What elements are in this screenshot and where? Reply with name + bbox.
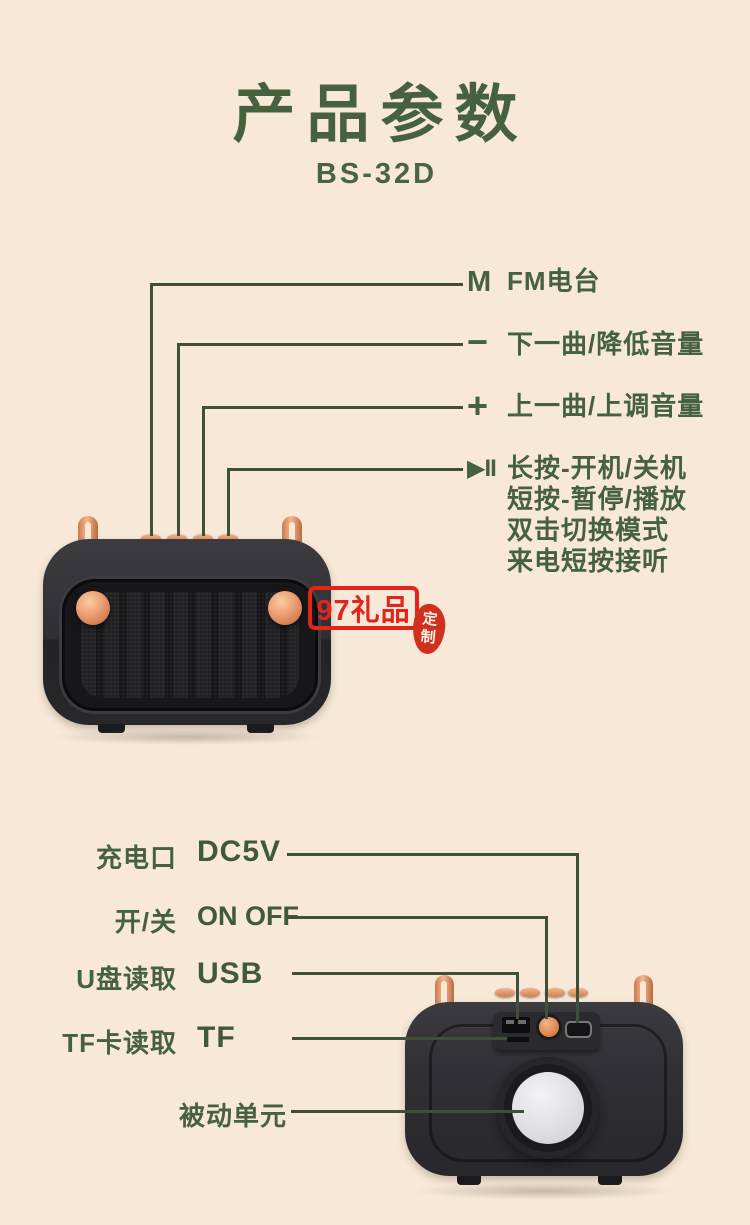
knob-left — [76, 591, 110, 625]
callout-line-minus — [177, 343, 180, 536]
plus-button-symbol: + — [467, 385, 489, 426]
callout-playpause-line1: 长按-开机/关机 — [507, 453, 687, 483]
top-button-plus — [193, 534, 213, 543]
speaker-foot — [598, 1176, 622, 1185]
callout-next-volup-text: 上一曲/上调音量 — [507, 391, 705, 421]
top-button — [545, 988, 565, 997]
label-usb-read: U盘读取 — [76, 964, 177, 994]
micro-usb-port — [565, 1021, 592, 1038]
callout-fm: M FM电台 — [467, 266, 601, 298]
minus-button-symbol: − — [467, 321, 489, 362]
callout-prev-voldown: − 下一曲/降低音量 — [467, 321, 705, 362]
top-button-play — [218, 534, 238, 543]
callout-line-m — [150, 283, 153, 536]
power-switch — [539, 1017, 559, 1037]
seal-char-top: 定 — [421, 610, 439, 629]
model-number: BS-32D — [315, 158, 438, 190]
callout-line-m — [150, 283, 463, 286]
passive-radiator — [512, 1072, 584, 1144]
speaker-foot — [98, 724, 125, 733]
label-tf-read: TF卡读取 — [62, 1028, 177, 1058]
callout-line-play — [227, 468, 463, 471]
play-pause-symbol: ▶II — [467, 455, 497, 482]
callout-line-play — [227, 468, 230, 536]
callout-prev-voldown-text: 下一曲/降低音量 — [507, 329, 705, 359]
page-title: 产品参数 — [232, 80, 529, 150]
value-usb: USB — [197, 957, 264, 990]
speaker-back-view — [405, 970, 690, 1210]
callout-line-dc5v — [287, 853, 579, 856]
value-dc5v: DC5V — [197, 835, 282, 868]
watermark-badge: 97礼品 — [308, 586, 419, 630]
callout-playpause-line4: 来电短按接听 — [507, 546, 670, 576]
callout-line-tf — [292, 1037, 507, 1040]
callout-line-usb — [292, 972, 519, 975]
callout-playpause: ▶II 长按-开机/关机 短按-暂停/播放 双击切换模式 来电短按接听 — [467, 453, 687, 577]
callout-line-passive — [291, 1110, 524, 1113]
callout-line-onoff — [287, 916, 548, 919]
top-button — [495, 988, 515, 997]
callout-line-plus — [202, 406, 205, 536]
speaker-front-view — [43, 512, 333, 745]
value-on-off: ON OFF — [197, 901, 299, 931]
callout-playpause-line2: 短按-暂停/播放 — [507, 484, 687, 514]
tf-card-slot — [507, 1037, 529, 1042]
speaker-shadow — [411, 1182, 677, 1200]
speaker-shadow — [49, 729, 325, 745]
top-button-minus — [167, 534, 187, 543]
seal-char-bottom: 制 — [419, 628, 437, 647]
callout-line-plus — [202, 406, 463, 409]
speaker-foot — [247, 724, 274, 733]
label-on-off: 开/关 — [114, 907, 177, 937]
value-tf: TF — [197, 1021, 236, 1054]
m-button-symbol: M — [467, 266, 492, 298]
speaker-foot — [457, 1176, 481, 1185]
callout-line-minus — [177, 343, 463, 346]
callout-fm-text: FM电台 — [507, 266, 601, 296]
top-button-m — [141, 534, 161, 543]
label-passive-radiator: 被动单元 — [178, 1101, 287, 1131]
watermark-brand: 97礼品 — [316, 595, 411, 627]
top-button — [520, 988, 540, 997]
knob-right — [268, 591, 302, 625]
callout-line-dc5v — [576, 853, 579, 1023]
usb-port — [502, 1017, 530, 1033]
callout-line-usb — [516, 972, 519, 1019]
callout-line-onoff — [545, 916, 548, 1019]
label-charge-port: 充电口 — [95, 843, 177, 873]
callout-playpause-line3: 双击切换模式 — [507, 515, 670, 545]
callout-next-volup: + 上一曲/上调音量 — [467, 385, 705, 426]
